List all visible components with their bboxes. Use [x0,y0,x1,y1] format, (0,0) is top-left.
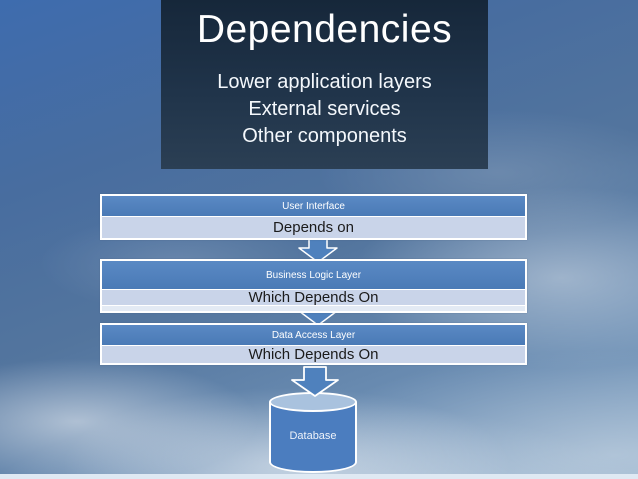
dependency-label: Which Depends On [248,346,379,363]
down-arrow-icon [291,366,339,397]
layer-header-data-access: Data Access Layer [102,325,525,346]
slide-title: Dependencies [196,8,453,51]
layer-sub-strip [102,305,525,311]
layer-group-data-access: Data Access Layer Which Depends On [100,323,527,365]
dependency-label: Which Depends On [248,289,379,306]
database-label: Database [289,430,337,442]
slide-subtitle: Lower application layers External servic… [161,69,488,150]
layer-group-business-logic: Business Logic Layer Which Depends On [100,259,527,313]
layer-header-business-logic: Business Logic Layer [102,261,525,290]
dependency-label: Depends on [273,219,354,236]
subtitle-line: Lower application layers [217,71,432,93]
bottom-strip [0,474,638,479]
layer-header-user-interface: User Interface [102,196,525,217]
subtitle-line: External services [248,98,401,120]
database-cylinder-body [269,402,357,473]
database-cylinder: Database [269,392,357,473]
subtitle-line: Other components [242,125,407,147]
title-panel: Dependencies Lower application layers Ex… [161,0,488,169]
layer-group-user-interface: User Interface Depends on [100,194,527,240]
